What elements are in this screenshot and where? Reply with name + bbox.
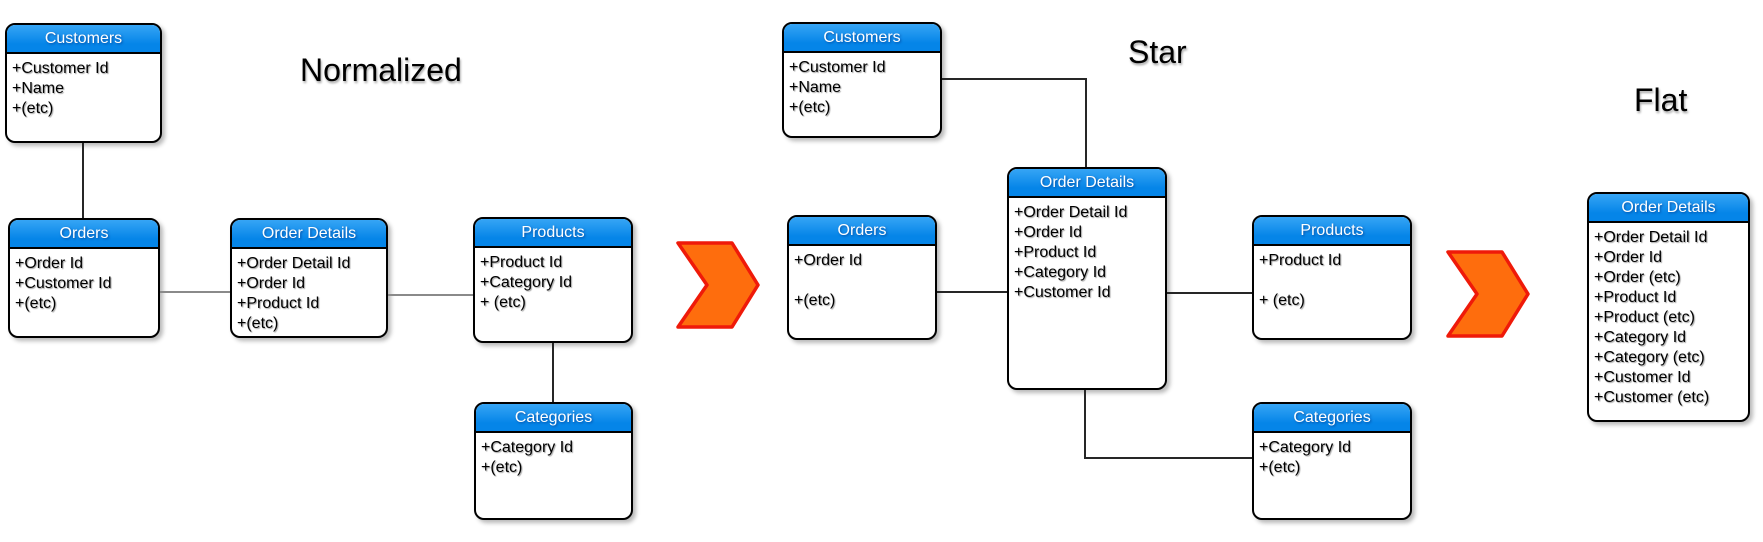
field-row: +Customer Id xyxy=(789,59,886,76)
table-header: Order Details xyxy=(232,220,386,249)
field-row: +Category (etc) xyxy=(1594,349,1705,366)
normalized-orders-table: Orders +Order Id +Customer Id +(etc) xyxy=(8,218,160,338)
field-row: +Customer (etc) xyxy=(1594,389,1710,406)
connector-customers-orders xyxy=(82,143,84,218)
star-customers-table: Customers +Customer Id +Name +(etc) xyxy=(782,22,942,138)
field-row: +Category Id xyxy=(480,274,573,291)
table-fields: +Order Id +Customer Id +(etc) xyxy=(10,249,158,314)
table-fields: +Customer Id +Name +(etc) xyxy=(784,53,940,118)
field-row: +(etc) xyxy=(481,459,523,476)
field-row: + (etc) xyxy=(480,294,526,311)
connector-orderdetails-categories-v xyxy=(1084,390,1086,459)
field-row: +Category Id xyxy=(1014,264,1107,281)
field-row: +(etc) xyxy=(237,315,279,332)
connector-orders-orderdetails xyxy=(937,291,1007,293)
field-row: +Customer Id xyxy=(1014,284,1111,301)
field-row: +Order Id xyxy=(794,252,863,269)
table-fields: +Product Id + (etc) xyxy=(1254,246,1410,311)
field-row: +Order Detail Id xyxy=(237,255,351,272)
field-row: +Order Id xyxy=(1594,249,1663,266)
normalized-section-title: Normalized xyxy=(300,52,462,88)
field-row: +Category Id xyxy=(481,439,574,456)
table-header: Customers xyxy=(784,24,940,53)
table-header: Categories xyxy=(476,404,631,433)
field-row-spacer xyxy=(1259,271,1405,291)
field-row: +(etc) xyxy=(789,99,831,116)
field-row: +Product (etc) xyxy=(1594,309,1695,326)
field-row-spacer xyxy=(794,271,930,291)
table-fields: +Order Detail Id +Order Id +Product Id +Cat… xyxy=(1009,198,1165,303)
table-fields: +Product Id +Category Id + (etc) xyxy=(475,248,631,313)
connector-customers-orderdetails-v xyxy=(1085,78,1087,167)
table-fields: +Customer Id +Name +(etc) xyxy=(7,54,160,119)
field-row: +Category Id xyxy=(1259,439,1352,456)
table-header: Orders xyxy=(789,217,935,246)
connector-orderdetails-products xyxy=(1167,292,1252,294)
connector-orderdetails-products xyxy=(388,294,473,296)
field-row: +(etc) xyxy=(794,292,836,309)
field-row: +Name xyxy=(12,80,65,97)
table-header: Order Details xyxy=(1589,194,1748,223)
table-fields: +Order Detail Id +Order Id +Product Id +(et… xyxy=(232,249,386,334)
star-order-details-table: Order Details +Order Detail Id+Order Id+… xyxy=(1007,167,1167,390)
table-header: Categories xyxy=(1254,404,1410,433)
field-row: +Name xyxy=(789,79,842,96)
field-row: + (etc) xyxy=(1259,292,1305,309)
chevron-right-transform-arrow-icon xyxy=(676,241,760,329)
flat-order-details-table: Order Details +Order Detail Id+Order Id+… xyxy=(1587,192,1750,422)
field-row: +Product Id xyxy=(1259,252,1342,269)
table-fields: +Order Id +(etc) xyxy=(789,246,935,311)
table-header: Customers xyxy=(7,25,160,54)
table-fields: +Category Id +(etc) xyxy=(476,433,631,478)
field-row: +Order Id xyxy=(1014,224,1083,241)
star-products-table: Products +Product Id + (etc) xyxy=(1252,215,1412,340)
field-row: +Order Id xyxy=(15,255,84,272)
field-row: +Product Id xyxy=(1014,244,1097,261)
field-row: +(etc) xyxy=(1259,459,1301,476)
normalized-customers-table: Customers +Customer Id +Name +(etc) xyxy=(5,23,162,143)
star-section-title: Star xyxy=(1128,34,1187,70)
field-row: +Customer Id xyxy=(15,275,112,292)
normalized-categories-table: Categories +Category Id +(etc) xyxy=(474,402,633,520)
field-row: +Order Detail Id xyxy=(1594,229,1708,246)
table-header: Order Details xyxy=(1009,169,1165,198)
field-row: +Order Id xyxy=(237,275,306,292)
field-row: +Customer Id xyxy=(1594,369,1691,386)
field-row: +Order (etc) xyxy=(1594,269,1681,286)
table-header: Products xyxy=(1254,217,1410,246)
normalized-products-table: Products +Product Id +Category Id + (etc) xyxy=(473,217,633,343)
chevron-right-transform-arrow-icon xyxy=(1446,250,1530,338)
field-row: +Customer Id xyxy=(12,60,109,77)
field-row: +(etc) xyxy=(12,100,54,117)
connector-products-categories xyxy=(552,343,554,402)
field-row: +Product Id xyxy=(237,295,320,312)
field-row: +Product Id xyxy=(1594,289,1677,306)
field-row: +(etc) xyxy=(15,295,57,312)
field-row: +Product Id xyxy=(480,254,563,271)
field-row: +Order Detail Id xyxy=(1014,204,1128,221)
table-fields: +Order Detail Id +Order Id +Order (etc) +Pr… xyxy=(1589,223,1748,408)
table-header: Products xyxy=(475,219,631,248)
table-fields: +Category Id +(etc) xyxy=(1254,433,1410,478)
connector-orders-orderdetails xyxy=(160,291,230,293)
star-categories-table: Categories +Category Id +(etc) xyxy=(1252,402,1412,520)
table-header: Orders xyxy=(10,220,158,249)
field-row: +Category Id xyxy=(1594,329,1687,346)
connector-orderdetails-categories-h xyxy=(1084,457,1252,459)
normalized-order-details-table: Order Details +Order Detail Id+Order Id+… xyxy=(230,218,388,338)
connector-customers-orderdetails-h xyxy=(942,78,1087,80)
star-orders-table: Orders +Order Id +(etc) xyxy=(787,215,937,340)
flat-section-title: Flat xyxy=(1634,82,1688,118)
